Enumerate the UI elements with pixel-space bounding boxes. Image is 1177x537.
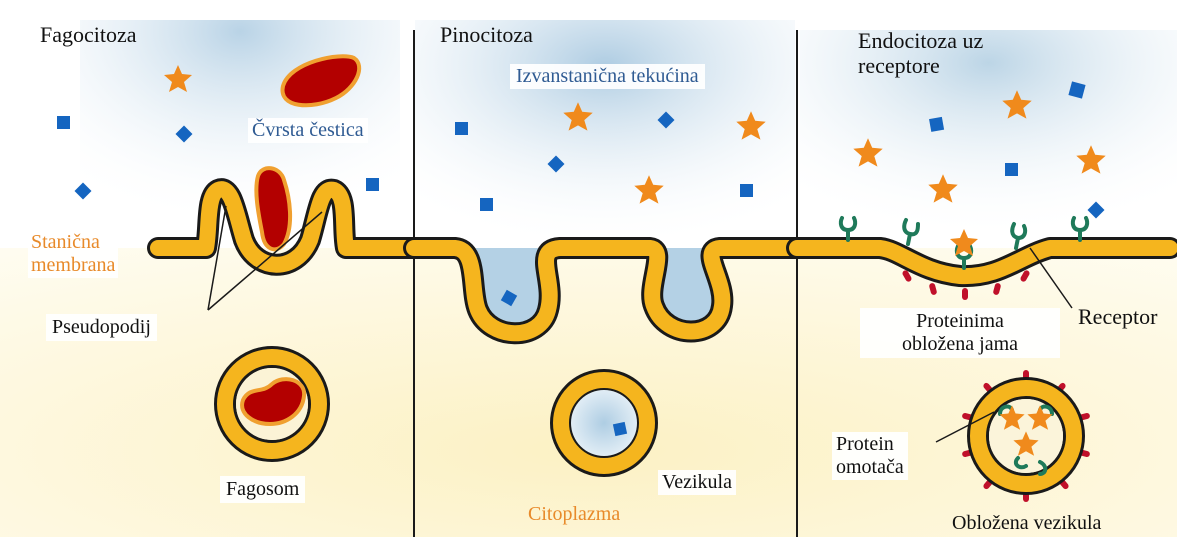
solid-particle-engulfed <box>256 168 290 249</box>
cell-membrane-label: Stanična membrana <box>28 230 118 278</box>
solid-particle-label: Čvrsta čestica <box>248 118 368 143</box>
phagocytosis-title: Fagocitoza <box>40 22 137 47</box>
cell-membrane-label-line-2: membrana <box>31 254 115 277</box>
receptor-endocytosis-title-line-2: receptore <box>858 53 983 78</box>
pseudopod-label: Pseudopodij <box>46 314 157 341</box>
coat-protein-label: Protein omotača <box>832 432 908 480</box>
receptor-label: Receptor <box>1078 304 1157 329</box>
coated-pit-label-line-1: Proteinima <box>860 310 1060 333</box>
coat-protein-label-line-2: omotača <box>836 456 904 479</box>
extracellular-fluid-middle <box>415 20 795 250</box>
vesicle-label: Vezikula <box>658 470 736 495</box>
receptor-endocytosis-title: Endocitoza uz receptore <box>858 28 983 79</box>
extracellular-fluid-label: Izvanstanična tekućina <box>510 64 705 89</box>
pinocytosis-title: Pinocitoza <box>440 22 533 47</box>
coated-pit-label: Proteinima obložena jama <box>860 308 1060 358</box>
coated-vesicle-label: Obložena vezikula <box>952 512 1101 535</box>
phagosome-label: Fagosom <box>220 476 305 503</box>
coat-protein-label-line-1: Protein <box>836 433 904 456</box>
coated-pit-label-line-2: obložena jama <box>860 333 1060 356</box>
extracellular-fluid-right <box>800 30 1177 250</box>
pinocytic-vesicle <box>561 380 647 466</box>
receptor-endocytosis-title-line-1: Endocitoza uz <box>858 28 983 53</box>
cytoplasm-label: Citoplazma <box>528 503 620 526</box>
phagosome <box>225 357 319 451</box>
cell-membrane-label-line-1: Stanična <box>31 231 115 254</box>
